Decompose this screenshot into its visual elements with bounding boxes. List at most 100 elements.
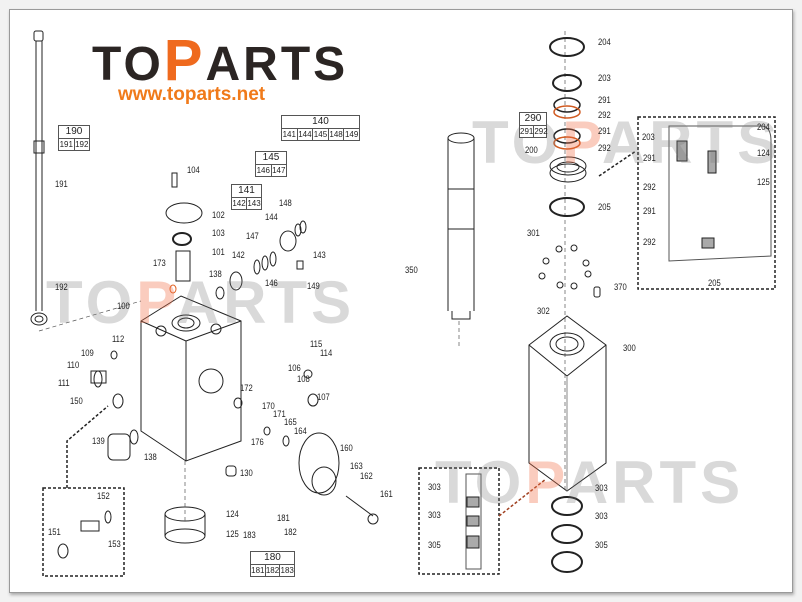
- part-callout: 144: [265, 212, 278, 222]
- part-callout: 203: [642, 132, 655, 142]
- part-callout: 148: [279, 198, 292, 208]
- part-callout: 176: [251, 437, 264, 447]
- cylinder-300: [528, 315, 607, 492]
- part-callout: 291: [643, 153, 656, 163]
- part-callout: 205: [708, 278, 721, 288]
- part-callout: 100: [117, 301, 130, 311]
- part-callout: 162: [360, 471, 373, 481]
- part-callout: 300: [623, 343, 636, 353]
- part-callout: 112: [112, 334, 125, 344]
- table-cell: 141: [282, 130, 296, 139]
- part-callout: 125: [226, 529, 239, 539]
- part-callout: 204: [757, 122, 770, 132]
- part-callout: 303: [595, 511, 608, 521]
- part-callout: 152: [97, 491, 110, 501]
- part-callout: 301: [527, 228, 540, 238]
- part-callout: 104: [187, 165, 200, 175]
- part-callout: 108: [297, 374, 310, 384]
- logo-url: www.toparts.net: [118, 84, 266, 105]
- part-callout: 303: [428, 482, 441, 492]
- part-callout: 291: [643, 206, 656, 216]
- rod-191: [30, 30, 48, 326]
- o-rings-301: [538, 244, 592, 290]
- part-callout: 111: [58, 378, 70, 388]
- exploded-view-drawing: [30, 30, 776, 577]
- table-cell: 142: [232, 199, 246, 208]
- table-cell: 146: [256, 166, 270, 175]
- part-callout: 183: [243, 530, 256, 540]
- part-callout: 124: [757, 148, 770, 158]
- table-cell: 191: [59, 140, 73, 149]
- part-callout: 350: [405, 265, 418, 275]
- part-callout: 170: [262, 401, 275, 411]
- part-callout: 370: [614, 282, 627, 292]
- part-callout: 115: [310, 339, 323, 349]
- table-cell: 192: [73, 139, 89, 150]
- table-head: 290: [520, 113, 546, 126]
- part-callout: 302: [537, 306, 550, 316]
- part-callout: 103: [212, 228, 225, 238]
- part-callout: 110: [67, 360, 80, 370]
- table-cell: 182: [264, 565, 280, 576]
- part-callout: 163: [350, 461, 363, 471]
- part-callout: 146: [265, 278, 278, 288]
- table-cell: 292: [533, 126, 548, 137]
- part-callout: 305: [595, 540, 608, 550]
- part-callout: 172: [240, 383, 253, 393]
- part-callout: 147: [246, 231, 259, 241]
- table-cell: 144: [296, 129, 312, 140]
- part-callout: 101: [212, 247, 225, 257]
- part-callout: 138: [144, 452, 157, 462]
- part-callout: 151: [48, 527, 61, 537]
- table-cell: 183: [279, 565, 294, 576]
- table-head: 190: [59, 126, 89, 139]
- part-callout: 291: [598, 126, 611, 136]
- part-callout: 150: [70, 396, 83, 406]
- piston-350: [447, 132, 475, 320]
- part-callout: 200: [525, 145, 538, 155]
- part-callout: 305: [428, 540, 441, 550]
- table-cell: 147: [270, 165, 286, 176]
- part-callout: 173: [153, 258, 166, 268]
- part-callout: 125: [757, 177, 770, 187]
- part-callout: 160: [340, 443, 353, 453]
- part-callout: 130: [240, 468, 253, 478]
- part-callout: 138: [209, 269, 222, 279]
- toparts-logo: TOPARTS: [92, 28, 349, 93]
- part-callout: 139: [92, 436, 105, 446]
- table-head: 180: [251, 552, 294, 565]
- part-callout: 291: [598, 95, 611, 105]
- part-callout: 161: [380, 489, 393, 499]
- part-callout: 165: [284, 417, 297, 427]
- part-callout: 171: [273, 409, 286, 419]
- part-callout: 114: [320, 348, 333, 358]
- part-callout: 292: [598, 110, 611, 120]
- table-head: 141: [232, 185, 261, 198]
- part-callout: 303: [595, 483, 608, 493]
- table-cell: 145: [312, 129, 328, 140]
- main-block-100: [140, 295, 242, 462]
- table-head: 145: [256, 152, 286, 165]
- part-callout: 109: [81, 348, 94, 358]
- part-callout: 181: [277, 513, 290, 523]
- part-callout: 303: [428, 510, 441, 520]
- part-callout: 143: [313, 250, 326, 260]
- table-cell: 291: [520, 127, 534, 136]
- table-cell: 148: [327, 129, 343, 140]
- table-head: 140: [282, 116, 359, 129]
- table-cell: 149: [343, 129, 359, 140]
- part-callout: 204: [598, 37, 611, 47]
- part-callout: 292: [643, 237, 656, 247]
- part-callout: 142: [232, 250, 245, 260]
- part-callout: 191: [55, 179, 68, 189]
- part-callout: 203: [598, 73, 611, 83]
- part-callout: 205: [598, 202, 611, 212]
- part-callout: 107: [317, 392, 330, 402]
- part-callout: 106: [288, 363, 301, 373]
- part-callout: 153: [108, 539, 121, 549]
